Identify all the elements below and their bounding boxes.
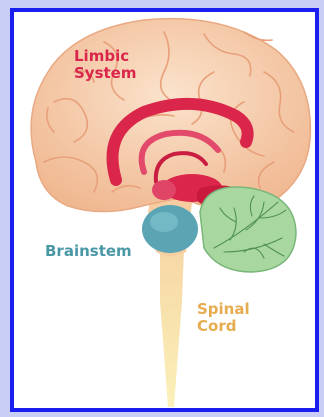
spinal-cord bbox=[160, 248, 184, 407]
label-spinal-line2: Cord bbox=[197, 318, 250, 335]
cerebellum bbox=[200, 187, 296, 272]
brain-diagram bbox=[14, 12, 319, 412]
label-limbic-system: Limbic System bbox=[74, 48, 136, 82]
diagram-panel: Limbic System Brainstem Spinal Cord bbox=[10, 8, 319, 412]
label-spinal-line1: Spinal bbox=[197, 301, 250, 318]
label-brainstem: Brainstem bbox=[45, 243, 132, 260]
label-limbic-line1: Limbic bbox=[74, 48, 136, 65]
brainstem-highlight bbox=[150, 212, 178, 232]
label-spinal-cord: Spinal Cord bbox=[197, 301, 250, 335]
label-limbic-line2: System bbox=[74, 65, 136, 82]
